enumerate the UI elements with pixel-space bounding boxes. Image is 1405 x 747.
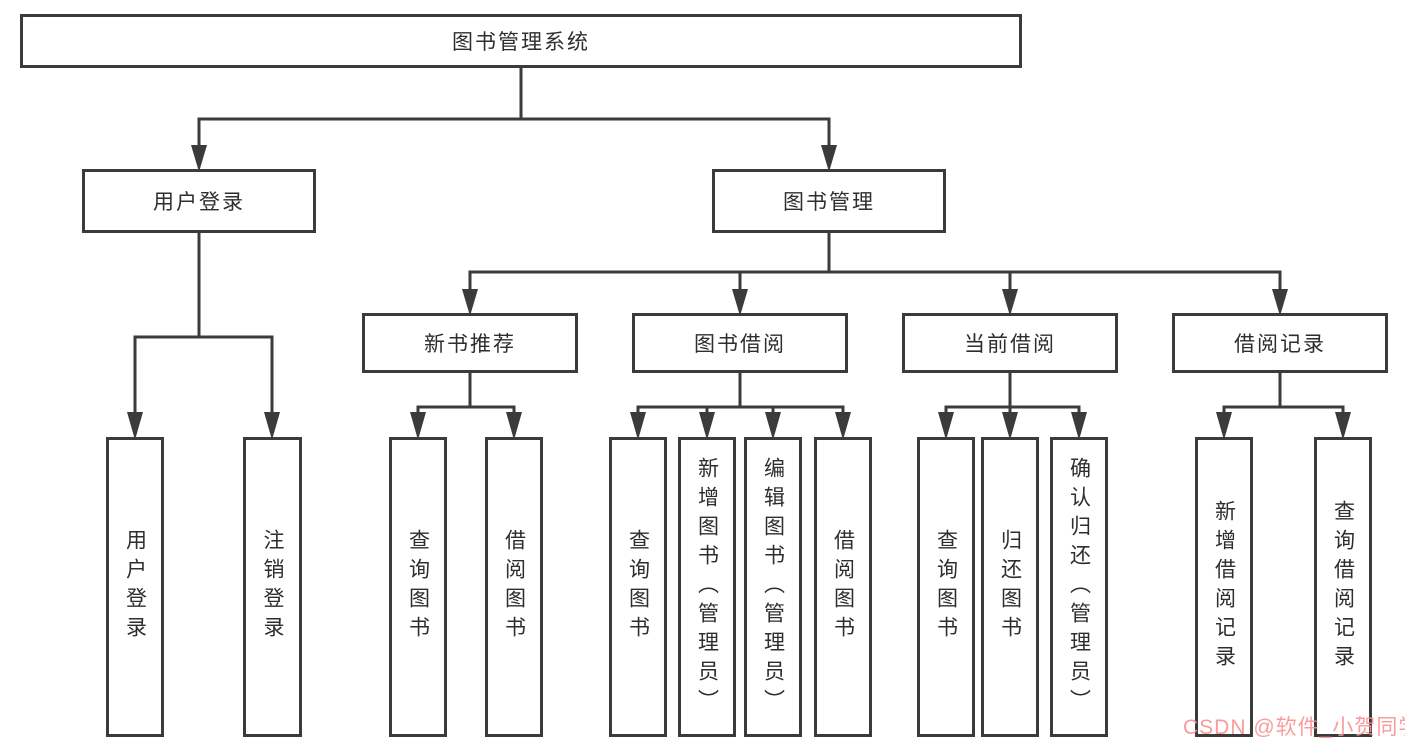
node-label: 用户登录 [123,529,147,645]
node-label: 新增借阅记录 [1212,500,1236,674]
node-label: 注销登录 [261,529,284,645]
node-library-management-system: 图书管理系统 [20,14,1022,68]
node-label: 图书管理 [783,191,875,214]
leaf-user-login: 用户登录 [106,437,164,737]
node-current-borrow: 当前借阅 [902,313,1118,373]
node-label: 图书借阅 [694,333,786,356]
node-label: 归还图书 [998,529,1022,645]
leaf-query-books-1: 查询图书 [389,437,447,737]
node-label: 借阅图书 [831,529,855,645]
node-book-borrow: 图书借阅 [632,313,848,373]
node-label: 图书管理系统 [452,31,590,54]
leaf-confirm-return-admin: 确认归还（管理员） [1050,437,1108,737]
node-label: 用户登录 [153,191,245,214]
node-label: 查询借阅记录 [1331,500,1355,674]
node-borrow-records: 借阅记录 [1172,313,1388,373]
leaf-query-books-2: 查询图书 [609,437,667,737]
leaf-query-borrow-record: 查询借阅记录 [1314,437,1372,737]
leaf-add-books-admin: 新增图书（管理员） [678,437,736,737]
leaf-add-borrow-record: 新增借阅记录 [1195,437,1253,737]
node-label: 查询图书 [406,529,430,645]
node-book-management: 图书管理 [712,169,946,233]
leaf-borrow-books-2: 借阅图书 [814,437,872,737]
leaf-edit-books-admin: 编辑图书（管理员） [744,437,802,737]
leaf-borrow-books-1: 借阅图书 [485,437,543,737]
node-user-login: 用户登录 [82,169,316,233]
node-label: 查询图书 [934,529,958,645]
node-new-book-recommend: 新书推荐 [362,313,578,373]
node-label: 当前借阅 [964,333,1056,356]
csdn-watermark: CSDN @软件_小贺同学 [1183,716,1405,739]
node-label: 确认归还（管理员） [1067,456,1091,718]
leaf-logout: 注销登录 [243,437,302,737]
arrowheads [127,145,1351,440]
leaf-query-books-3: 查询图书 [917,437,975,737]
leaf-return-books: 归还图书 [981,437,1039,737]
node-label: 借阅图书 [502,529,526,645]
node-label: 借阅记录 [1234,333,1326,356]
node-label: 查询图书 [626,529,650,645]
node-label: 编辑图书（管理员） [761,456,785,718]
node-label: 新增图书（管理员） [695,456,719,718]
node-label: 新书推荐 [424,333,516,356]
